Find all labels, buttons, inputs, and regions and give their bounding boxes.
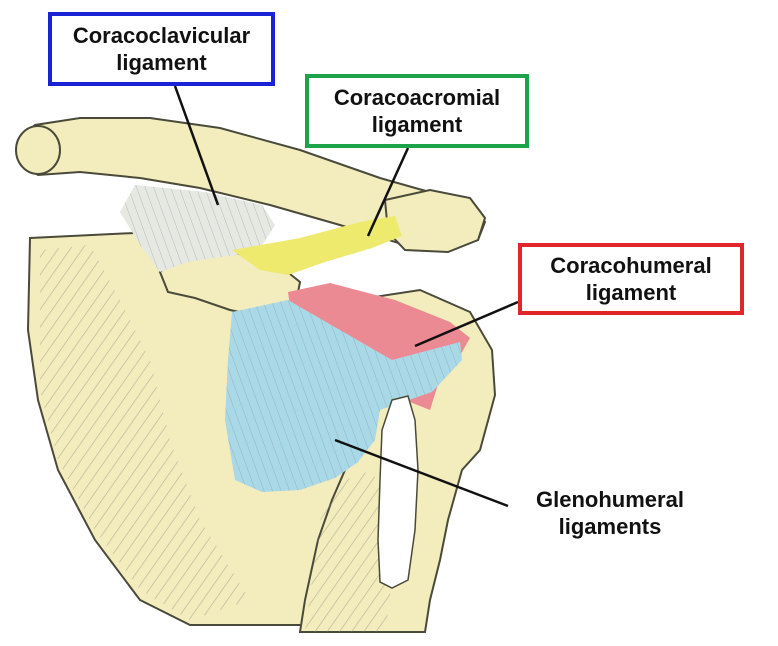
- coracoclavicular-label: Coracoclavicular ligament: [48, 12, 275, 86]
- glenohumeral-fibers: [225, 300, 462, 492]
- coracohumeral-label: Coracohumeral ligament: [518, 243, 744, 315]
- glenohumeral-label-line2: ligaments: [558, 514, 662, 539]
- leader-line-coracoacromial: [366, 147, 410, 237]
- clavicle-end: [15, 125, 61, 175]
- acromion: [383, 188, 487, 254]
- leader-line-glenohumeral: [334, 438, 509, 508]
- glenohumeral-label-line1: Glenohumeral: [536, 487, 684, 512]
- coracohumeral-label-line1: Coracohumeral: [550, 253, 712, 278]
- humerus-shading: [305, 470, 392, 632]
- leader-line-coracoclavicular: [173, 85, 220, 206]
- leader-line-coracohumeral: [414, 300, 519, 348]
- coracoclavicular-label-line2: ligament: [116, 50, 207, 75]
- biceps-tendon: [377, 395, 419, 589]
- coracoclavicular-label-line1: Coracoclavicular: [72, 23, 251, 48]
- scapula-shading: [40, 245, 250, 620]
- coracoacromial-label: Coracoacromial ligament: [305, 74, 529, 148]
- coracohumeral-label-line2: ligament: [585, 280, 677, 305]
- coracoacromial-label-line1: Coracoacromial: [333, 85, 501, 110]
- coracoacromial-ligament: [232, 216, 402, 275]
- coracoacromial-label-line2: ligament: [371, 112, 463, 137]
- glenohumeral-label: Glenohumeral ligaments: [506, 478, 714, 548]
